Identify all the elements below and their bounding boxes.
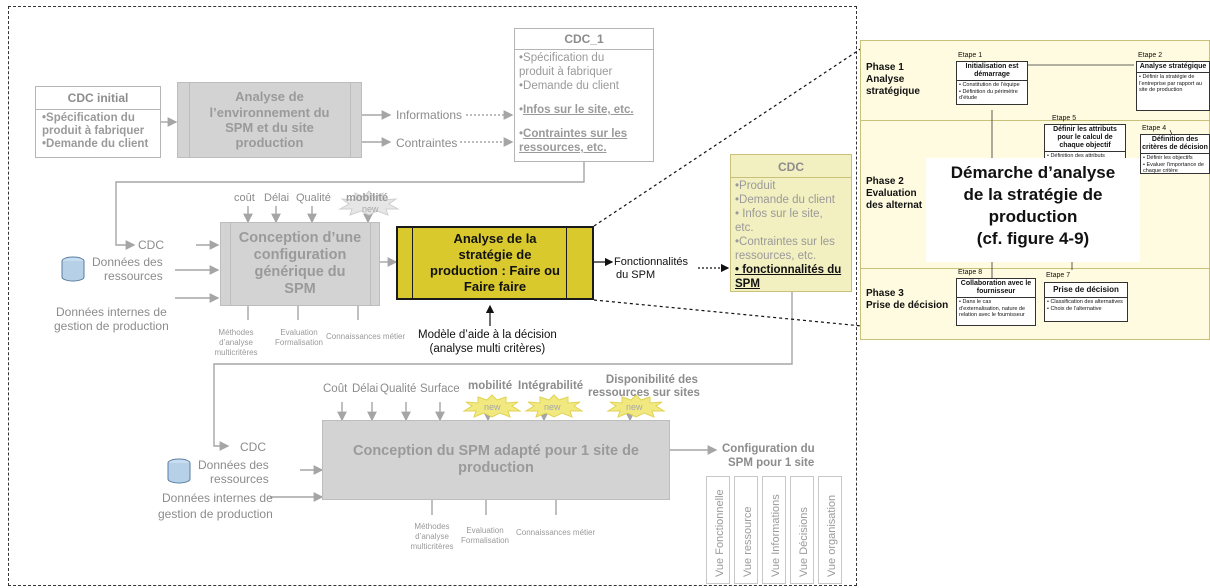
vue-ressource: Vue ressource: [734, 476, 758, 584]
new-label: new: [362, 204, 379, 214]
input-delai-2: Délai: [352, 383, 379, 395]
new-label: new: [544, 402, 561, 412]
cdc1-contraintes-2: ressources, etc.: [519, 142, 607, 154]
modele-label: Modèle d’aide à la décision (analyse mul…: [418, 329, 557, 355]
fonctionnalites-output: Fonctionnalités du SPM: [614, 256, 688, 281]
database-icon: [61, 256, 85, 282]
input-qualite-2: Qualité: [380, 383, 417, 395]
cdc-right-item: •Demande du client: [735, 194, 835, 206]
cdc-initial-title: CDC initial: [36, 87, 160, 110]
step-label: Etape 7: [1046, 272, 1071, 279]
cdc-right-spm: SPM: [735, 278, 760, 290]
donnees-internes-label-2: Données internes de gestion de productio…: [158, 491, 273, 521]
input-qualite: Qualité: [296, 192, 331, 204]
cdc1-item: •Spécification du: [519, 52, 605, 64]
cdc-initial-item: •Spécification du: [42, 112, 135, 124]
input-integrabilite: Intégrabilité: [518, 380, 584, 392]
cdc1-item: •Demande du client: [519, 80, 619, 92]
main-frame: [8, 6, 857, 586]
step-7-box: Prise de décision • Classification des a…: [1044, 282, 1128, 322]
vue-informations: Vue Informations: [762, 476, 786, 584]
cdc-right-item: • Infos sur le site,: [735, 208, 823, 220]
cdc1-title: CDC_1: [515, 29, 653, 50]
input-disponibilite: Disponibilité des ressources sur sites: [588, 374, 700, 399]
cdc-initial-item: produit à fabriquer: [42, 125, 145, 137]
cdc1-item: produit à fabriquer: [519, 66, 613, 78]
conception-generique-block: Conception d’une configuration générique…: [220, 222, 380, 306]
cdc-right-item: etc.: [735, 222, 754, 234]
step-label: Etape 1: [958, 52, 983, 59]
cdc-initial-doc: CDC initial •Spécification du produit à …: [35, 86, 161, 158]
cdc1-infos: Infos sur le site, etc.: [523, 104, 634, 116]
input-cout: coût: [234, 192, 255, 204]
step-label: Etape 2: [1138, 52, 1163, 59]
step-label: Etape 5: [1052, 115, 1077, 122]
donnees-ressources-label: Données des ressources: [92, 255, 163, 283]
new-burst-icon: [462, 394, 522, 418]
conception-adapte-label: Conception du SPM adapté pour 1 site de …: [353, 442, 639, 476]
cdc-label: CDC: [138, 238, 164, 252]
step-1-box: Initialisation est démarrage • Constitut…: [956, 61, 1028, 105]
connaissances-label: Connaissances métier: [326, 332, 406, 341]
contraintes-label: Contraintes: [396, 136, 458, 150]
new-label: new: [626, 402, 643, 412]
conception-generique-label: Conception d’une configuration générique…: [238, 229, 362, 298]
figure-overlay-title: Démarche d’analyse de la stratégie de pr…: [950, 163, 1116, 248]
input-delai: Délai: [264, 192, 290, 204]
new-burst-icon: [606, 394, 666, 418]
cdc-right-fonct: • fonctionnalités du: [735, 264, 842, 276]
methodes-label: Méthodes d’analyse multicritères: [214, 328, 258, 357]
cdc1-contraintes: Contraintes sur les: [523, 128, 628, 140]
cdc-right-item: •Produit: [735, 180, 776, 192]
cdc-right-title: CDC: [731, 155, 851, 178]
cdc-initial-item: •Demande du client: [42, 138, 149, 150]
donnees-ressources-label-2: Données des ressources: [198, 458, 269, 486]
figure-overlay: [926, 158, 1140, 262]
vue-decisions: Vue Décisions: [790, 476, 814, 584]
cdc-right-doc: CDC •Produit •Demande du client • Infos …: [730, 154, 852, 292]
step-label: Etape 8: [958, 269, 983, 276]
new-label: new: [484, 402, 501, 412]
new-burst-icon: [338, 190, 400, 216]
evaluation-label: Evaluation Formalisation: [274, 328, 323, 347]
step-8-box: Collaboration avec le fournisseur • Dans…: [956, 278, 1036, 326]
step-4-box: Définition des critères de décision • Dé…: [1140, 134, 1210, 174]
informations-label: Informations: [396, 108, 463, 122]
methodes-label-2: Méthodes d’analyse multicritères: [410, 522, 454, 551]
database-icon: [167, 458, 191, 484]
vue-fonctionnelle: Vue Fonctionnelle: [706, 476, 730, 584]
input-mobilite-2: mobilité: [468, 380, 513, 392]
analyse-strategie-label: Analyse de la stratégie de production : …: [430, 231, 560, 294]
configuration-output: Configuration du SPM pour 1 site: [722, 443, 815, 469]
analyse-environnement-label: Analyse de l’environnement du SPM et du …: [209, 89, 330, 151]
new-burst-icon: [524, 394, 584, 418]
evaluation-label-2: Evaluation Formalisation: [460, 526, 509, 545]
connaissances-label-2: Connaissances métier: [516, 528, 596, 537]
conception-adapte-block: Conception du SPM adapté pour 1 site de …: [322, 420, 670, 500]
cdc-right-item: ressources, etc.: [735, 250, 817, 262]
input-cout-2: Coût: [323, 383, 348, 395]
vue-organisation: Vue organisation: [818, 476, 842, 584]
input-mobilite: mobilité: [346, 192, 389, 204]
cdc1-doc: CDC_1 •Spécification du produit à fabriq…: [514, 28, 654, 162]
analyse-environnement-block: Analyse de l’environnement du SPM et du …: [177, 82, 362, 158]
step-2-box: Analyse stratégique • Définir la stratég…: [1136, 61, 1210, 111]
cdc-label-2: CDC: [240, 440, 266, 454]
cdc-right-item: •Contraintes sur les: [735, 236, 835, 248]
input-surface: Surface: [420, 383, 460, 395]
donnees-internes-label: Données internes de gestion de productio…: [54, 305, 169, 333]
step-label: Etape 4: [1142, 125, 1167, 132]
analyse-strategie-block[interactable]: Analyse de la stratégie de production : …: [396, 226, 594, 300]
